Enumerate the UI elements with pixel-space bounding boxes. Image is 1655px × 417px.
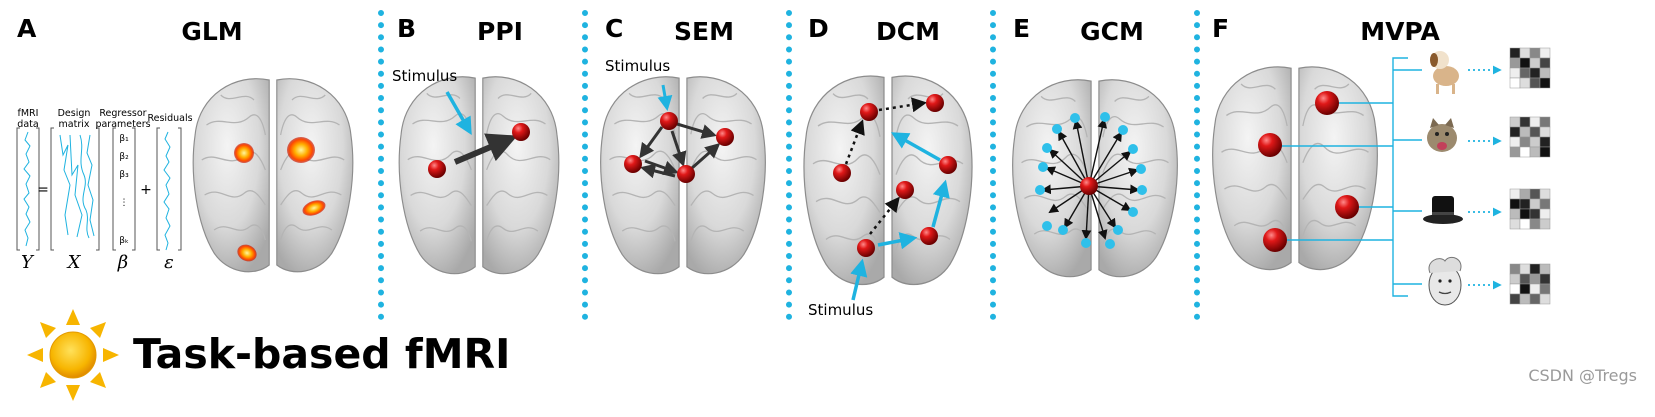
glm-label-regressor-parameters: Regressor parameters	[95, 108, 151, 130]
panel-letter-d: D	[808, 14, 829, 43]
panel-letter-e: E	[1013, 14, 1031, 43]
mvpa-arrows	[1468, 65, 1502, 290]
glm-beta-3: β₃	[119, 170, 129, 180]
sem-diagram	[639, 84, 721, 179]
glm-equation	[16, 127, 182, 251]
glm-plus: +	[140, 182, 152, 198]
watermark: CSDN @Tregs	[1528, 366, 1637, 385]
dcm-diagram	[833, 94, 957, 301]
brain-mvpa	[1212, 66, 1378, 271]
glm-activations	[234, 137, 326, 262]
glm-symbol-x: X	[67, 252, 81, 273]
gcm-nodes	[1035, 112, 1147, 249]
glm-label-residuals: Residuals	[147, 113, 193, 124]
panel-divider	[582, 10, 588, 320]
panel-letter-f: F	[1212, 14, 1230, 43]
footer-title: Task-based fMRI	[133, 330, 511, 378]
einstein-icon	[1428, 256, 1462, 306]
panel-title-sem: SEM	[674, 17, 734, 46]
panel-divider	[786, 10, 792, 320]
panel-title-gcm: GCM	[1080, 17, 1144, 46]
glm-symbol-y: Y	[21, 252, 33, 273]
sem-nodes	[624, 112, 734, 183]
panel-title-glm: GLM	[181, 17, 243, 46]
cat-icon	[1427, 118, 1457, 152]
stimulus-label-sem: Stimulus	[605, 57, 671, 75]
glm-symbol-epsilon: ε	[164, 252, 174, 273]
mvpa-diagram	[1258, 57, 1422, 297]
glm-equals: =	[37, 182, 49, 198]
sun-icon	[27, 309, 119, 401]
glm-label-design-matrix: Design matrix	[57, 108, 91, 130]
pattern-matrices	[1509, 47, 1551, 305]
top-hat-icon	[1423, 196, 1463, 224]
panel-divider	[1194, 10, 1200, 320]
panel-divider	[378, 10, 384, 320]
panel-letter-a: A	[17, 14, 37, 43]
glm-label-fmri-data: fMRI data	[17, 108, 39, 130]
panel-letter-c: C	[605, 14, 624, 43]
panel-divider	[990, 10, 996, 320]
stimulus-label-dcm: Stimulus	[808, 301, 874, 319]
glm-beta-2: β₂	[119, 152, 129, 162]
ppi-diagram	[428, 91, 530, 178]
glm-beta-1: β₁	[119, 134, 129, 144]
brain-dcm	[803, 75, 973, 286]
brain-glm	[192, 78, 354, 273]
glm-beta-ellipsis: ⋮	[119, 198, 129, 208]
panel-title-ppi: PPI	[477, 17, 523, 46]
panel-letter-b: B	[397, 14, 417, 43]
dog-icon	[1430, 51, 1459, 94]
panel-title-dcm: DCM	[876, 17, 940, 46]
brain-ppi	[398, 76, 560, 275]
glm-beta-k: βₖ	[119, 236, 129, 246]
panel-title-mvpa: MVPA	[1360, 17, 1440, 46]
glm-symbol-beta: β	[117, 252, 129, 273]
brain-gcm	[1012, 79, 1178, 278]
stimulus-label-ppi: Stimulus	[392, 67, 458, 85]
